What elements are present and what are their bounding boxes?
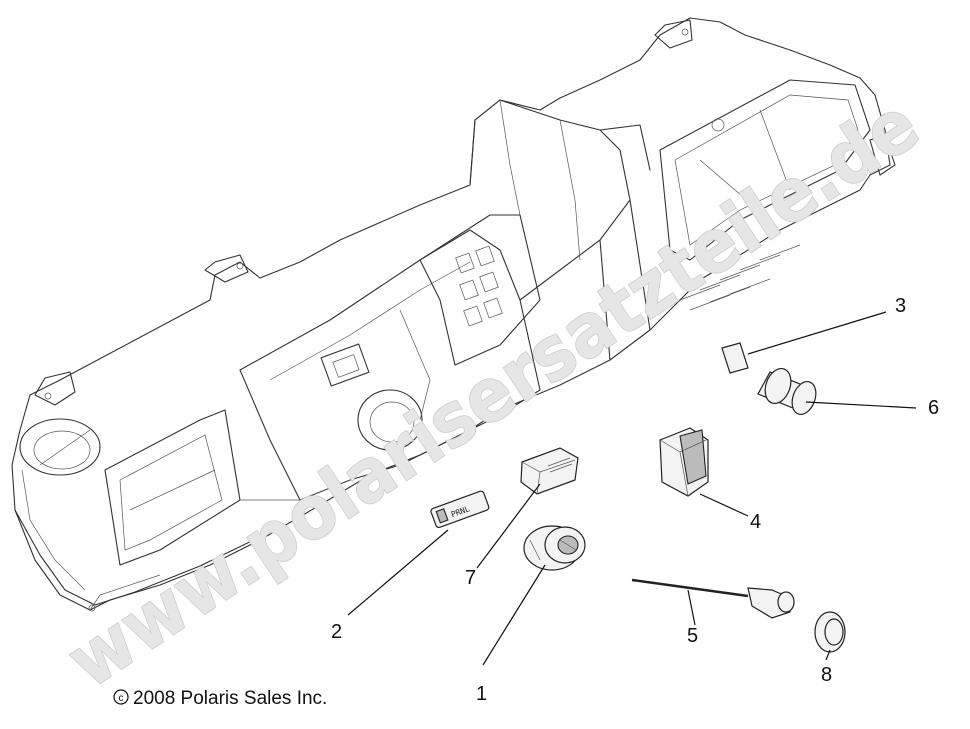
callouts: 1 2 3 4 5 6 7 8 bbox=[331, 295, 939, 705]
part-4-rocker-switch bbox=[659, 427, 709, 497]
part-6-sleeve bbox=[757, 367, 817, 416]
copyright-icon bbox=[113, 689, 129, 705]
callout-4: 4 bbox=[750, 511, 761, 533]
callout-3: 3 bbox=[895, 295, 906, 317]
part-8-nut bbox=[814, 611, 846, 653]
part-5-sensor bbox=[631, 578, 795, 619]
leader-lines bbox=[347, 311, 917, 666]
part-1-ignition-switch bbox=[523, 525, 586, 571]
copyright-text: 2008 Polaris Sales Inc. bbox=[133, 688, 327, 709]
callout-2: 2 bbox=[331, 621, 342, 643]
copyright-symbol-letter: c bbox=[119, 693, 124, 704]
dashboard-drawing bbox=[11, 17, 896, 612]
part-7-switch-block bbox=[520, 447, 579, 495]
callout-5: 5 bbox=[687, 625, 698, 647]
copyright: c 2008 Polaris Sales Inc. bbox=[113, 688, 327, 709]
part-2-label-plate: PRNL bbox=[430, 490, 490, 529]
callout-8: 8 bbox=[821, 664, 832, 686]
callout-1: 1 bbox=[476, 683, 487, 705]
part-3-indicator-lens bbox=[721, 342, 749, 374]
callout-7: 7 bbox=[465, 567, 476, 589]
callout-6: 6 bbox=[928, 397, 939, 419]
